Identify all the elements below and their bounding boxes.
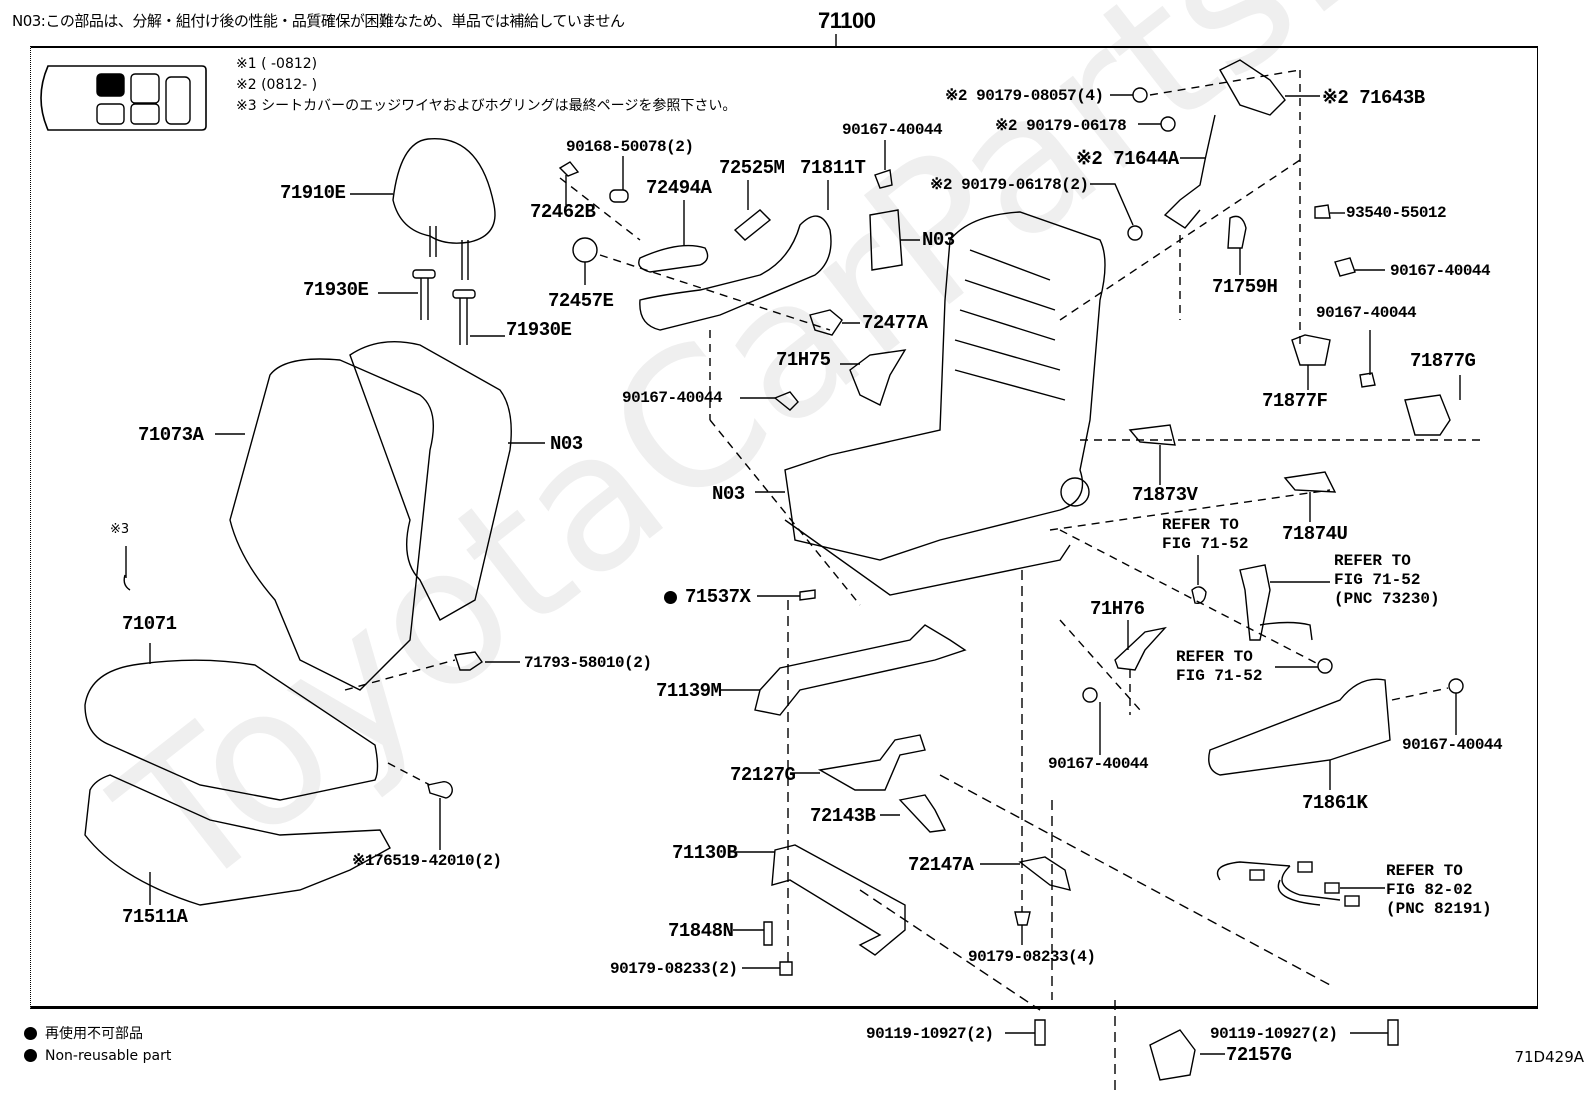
part-72127G[interactable]: 72127G <box>730 764 796 786</box>
legend-en-label: Non-reusable part <box>45 1048 172 1064</box>
part-71759H[interactable]: 71759H <box>1212 276 1278 298</box>
part-71537X[interactable]: 71537X <box>664 586 751 608</box>
legend-en: Non-reusable part <box>24 1048 171 1064</box>
legend-jp: 再使用不可部品 <box>24 1023 143 1043</box>
part-72477A[interactable]: 72477A <box>862 312 928 334</box>
brackets-shape <box>1049 330 1480 674</box>
seatback-cover-shape <box>215 340 545 691</box>
part-72525M[interactable]: 72525M <box>719 157 785 179</box>
part-72462B[interactable]: 72462B <box>530 201 596 223</box>
part-71537X-label: 71537X <box>685 586 751 608</box>
part-71511A[interactable]: 71511A <box>122 906 188 928</box>
note-mark-3: ※3 <box>110 522 130 537</box>
legend-jp-label: 再使用不可部品 <box>45 1026 143 1042</box>
part-90179-06178-2[interactable]: ※2 90179-06178(2) <box>930 176 1089 194</box>
part-176519-42010[interactable]: ※176519-42010(2) <box>352 852 502 870</box>
headrest-shape <box>350 138 505 345</box>
recliner-parts-shape <box>1059 59 1385 350</box>
part-90168-50078[interactable]: 90168-50078(2) <box>566 138 694 156</box>
part-72157G[interactable]: 72157G <box>1226 1044 1292 1066</box>
part-90167-40044[interactable]: 90167-40044 <box>1390 262 1491 280</box>
part-71H75[interactable]: 71H75 <box>776 349 831 371</box>
part-71930E[interactable]: 71930E <box>303 279 369 301</box>
part-71643B[interactable]: ※2 71643B <box>1322 87 1425 109</box>
part-90179-08057[interactable]: ※2 90179-08057(4) <box>945 87 1104 105</box>
part-71H76[interactable]: 71H76 <box>1090 598 1145 620</box>
part-71877F[interactable]: 71877F <box>1262 390 1328 412</box>
part-90179-06178[interactable]: ※2 90179-06178 <box>995 117 1127 135</box>
part-90167-40044[interactable]: 90167-40044 <box>1402 736 1503 754</box>
part-71793-58010[interactable]: 71793-58010(2) <box>524 654 652 672</box>
note-1: ※1 ( -0812) <box>236 56 318 72</box>
part-72143B[interactable]: 72143B <box>810 805 876 827</box>
part-93540-55012[interactable]: 93540-55012 <box>1346 204 1447 222</box>
refer-fig-82-02-pnc-82191[interactable]: REFER TO FIG 82-02 (PNC 82191) <box>1386 862 1492 918</box>
part-N03[interactable]: N03 <box>550 433 583 455</box>
part-71848N[interactable]: 71848N <box>668 920 734 942</box>
part-90167-40044[interactable]: 90167-40044 <box>1316 304 1417 322</box>
non-reusable-dot-icon <box>24 1049 37 1062</box>
part-71877G[interactable]: 71877G <box>1410 350 1476 372</box>
part-90167-40044[interactable]: 90167-40044 <box>622 389 723 407</box>
part-72147A[interactable]: 72147A <box>908 854 974 876</box>
part-72494A[interactable]: 72494A <box>646 177 712 199</box>
refer-fig-71-52[interactable]: REFER TO FIG 71-52 <box>1162 516 1249 553</box>
part-90167-40044[interactable]: 90167-40044 <box>842 121 943 139</box>
part-90119-10927[interactable]: 90119-10927(2) <box>1210 1025 1338 1043</box>
part-90167-40044[interactable]: 90167-40044 <box>1048 755 1149 773</box>
part-71811T[interactable]: 71811T <box>800 157 866 179</box>
refer-fig-71-52-pnc-73230[interactable]: REFER TO FIG 71-52 (PNC 73230) <box>1334 552 1440 608</box>
part-90119-10927[interactable]: 90119-10927(2) <box>866 1025 994 1043</box>
part-71861K[interactable]: 71861K <box>1302 792 1368 814</box>
non-reusable-dot-icon <box>664 591 677 604</box>
part-72457E[interactable]: 72457E <box>548 290 614 312</box>
side-trim-shape <box>558 140 920 411</box>
seat-frame-shape <box>709 211 1106 606</box>
non-reusable-dot-icon <box>24 1027 37 1040</box>
note-2: ※2 (0812- ) <box>236 77 318 93</box>
seat-position-icon <box>40 65 207 131</box>
part-71071[interactable]: 71071 <box>122 613 177 635</box>
part-90179-08233-2[interactable]: 90179-08233(2) <box>610 960 738 978</box>
refer-fig-71-52[interactable]: REFER TO FIG 71-52 <box>1176 648 1263 685</box>
part-N03-airbag[interactable]: N03 <box>922 229 955 251</box>
n03-note: N03:この部品は、分解・組付け後の性能・品質確保が困難なため、単品では補給して… <box>12 12 625 30</box>
seat-cushion-shape <box>84 546 520 906</box>
lower-right-parts-shape <box>1059 619 1464 907</box>
part-90179-08233-4[interactable]: 90179-08233(4) <box>968 948 1096 966</box>
part-71073A[interactable]: 71073A <box>138 424 204 446</box>
diagram-frame <box>30 46 1538 1009</box>
part-71130B[interactable]: 71130B <box>672 842 738 864</box>
rails-shape <box>720 570 1399 1090</box>
part-71930E[interactable]: 71930E <box>506 319 572 341</box>
part-N03-frame[interactable]: N03 <box>712 483 745 505</box>
part-71910E[interactable]: 71910E <box>280 182 346 204</box>
part-71644A[interactable]: ※2 71644A <box>1076 148 1179 170</box>
assembly-number[interactable]: 71100 <box>818 8 876 33</box>
part-71874U[interactable]: 71874U <box>1282 523 1348 545</box>
figure-id: 71D429A <box>1514 1048 1584 1066</box>
part-71139M[interactable]: 71139M <box>656 680 722 702</box>
part-71873V[interactable]: 71873V <box>1132 484 1198 506</box>
note-3: ※3 シートカバーのエッジワイヤおよびホグリングは最終ページを参照下さい。 <box>236 98 737 114</box>
